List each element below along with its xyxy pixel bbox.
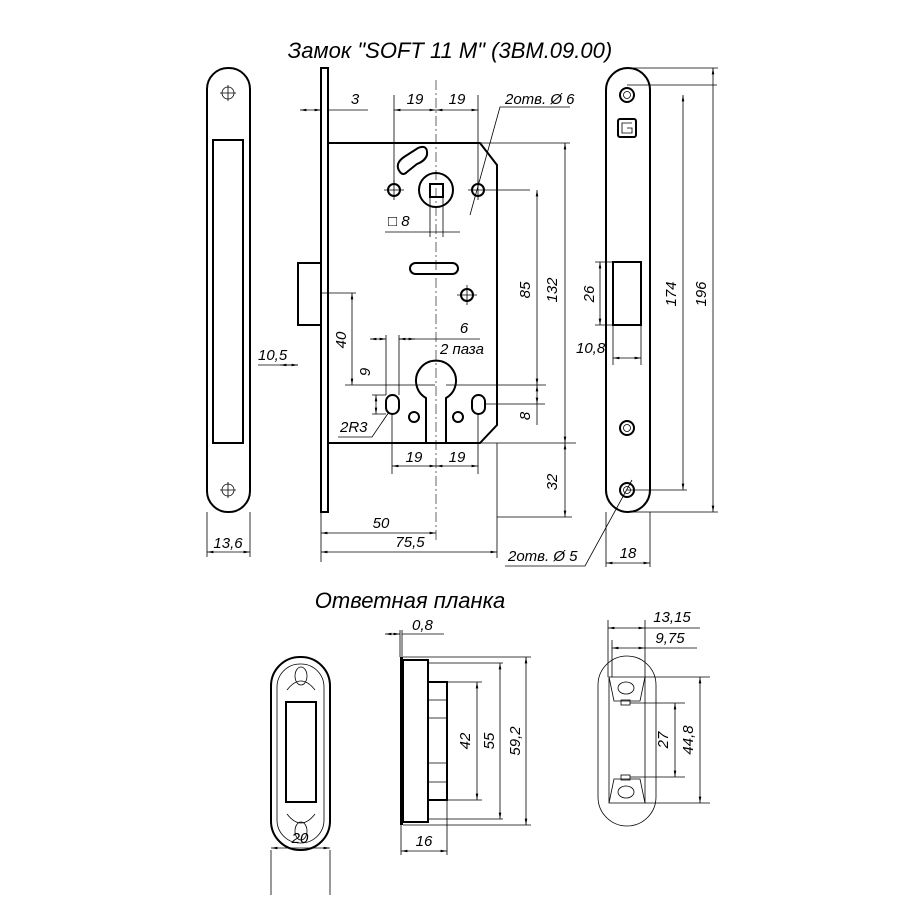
dim-32: 32 bbox=[544, 473, 561, 490]
dim-0-8: 0,8 bbox=[412, 617, 434, 634]
right-faceplate-view: 26 174 196 10,8 18 2отв. Ø 5 bbox=[505, 67, 718, 567]
dim-20: 20 bbox=[291, 830, 309, 847]
label-2-slots: 2 паза bbox=[439, 341, 484, 358]
dim-8: 8 bbox=[517, 411, 534, 420]
dim-42: 42 bbox=[457, 732, 474, 749]
dim-9: 9 bbox=[357, 367, 374, 376]
dim-40: 40 bbox=[333, 331, 350, 348]
label-2-holes-d6: 2отв. Ø 6 bbox=[504, 91, 575, 108]
dim-19-bottom-left: 19 bbox=[406, 449, 423, 466]
dim-26: 26 bbox=[581, 285, 598, 303]
lock-body-view: 3 19 19 2отв. Ø 6 □ 8 85 132 8 32 40 9 6 bbox=[258, 67, 576, 562]
dim-196: 196 bbox=[693, 281, 710, 307]
dim-18: 18 bbox=[620, 545, 637, 562]
dim-6: 6 bbox=[460, 320, 469, 337]
dim-13-6: 13,6 bbox=[213, 535, 243, 552]
dim-10-5: 10,5 bbox=[258, 347, 288, 364]
dim-174: 174 bbox=[663, 281, 680, 306]
dim-50: 50 bbox=[373, 515, 390, 532]
dim-27: 27 bbox=[655, 731, 672, 749]
dim-19-top-right: 19 bbox=[449, 91, 466, 108]
dim-75-5: 75,5 bbox=[395, 534, 425, 551]
brand-logo-icon bbox=[617, 118, 637, 138]
strike-plate-front-view: 20 bbox=[270, 656, 331, 895]
screw-hole-icon bbox=[220, 85, 236, 101]
drawing-title: Замок "SOFT 11 M" (3ВМ.09.00) bbox=[288, 38, 612, 63]
dim-9-75: 9,75 bbox=[655, 630, 685, 647]
dim-square-8: □ 8 bbox=[388, 213, 410, 230]
strike-plate-title: Ответная планка bbox=[315, 588, 505, 613]
dim-59-2: 59,2 bbox=[507, 726, 524, 756]
dim-13-15: 13,15 bbox=[653, 609, 691, 626]
dim-44-8: 44,8 bbox=[680, 725, 697, 755]
strike-plate-back-view: 13,15 9,75 27 44,8 bbox=[597, 609, 710, 827]
dim-85: 85 bbox=[517, 281, 534, 298]
dim-3: 3 bbox=[351, 91, 360, 108]
dim-19-bottom-right: 19 bbox=[449, 449, 466, 466]
dim-2R3: 2R3 bbox=[339, 419, 368, 436]
dim-55: 55 bbox=[481, 732, 498, 749]
label-2-holes-d5: 2отв. Ø 5 bbox=[507, 548, 578, 565]
strike-plate-side-view: 42 55 59,2 0,8 16 bbox=[385, 617, 531, 855]
dim-132: 132 bbox=[544, 277, 561, 303]
left-faceplate-view: 13,6 bbox=[206, 67, 251, 557]
dim-19-top-left: 19 bbox=[407, 91, 424, 108]
dim-10-8: 10,8 bbox=[576, 340, 606, 357]
dim-16: 16 bbox=[416, 833, 433, 850]
screw-hole-icon bbox=[220, 482, 236, 498]
